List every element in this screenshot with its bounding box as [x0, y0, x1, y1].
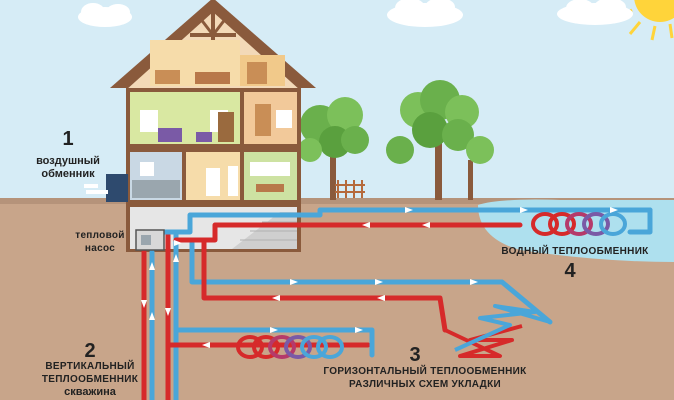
vertical-exchanger-label-line3: скважина [64, 386, 116, 398]
heat-pump-label-line1: тепловой [75, 230, 125, 241]
vertical-exchanger-label-line2: ТЕПЛООБМЕННИК [41, 374, 139, 385]
tree-icon [298, 97, 369, 200]
cloud-icon [78, 3, 132, 27]
air-exchanger-label-line1: воздушный [36, 155, 100, 167]
air-exchanger-label-line2: обменник [41, 168, 95, 180]
heat-pump-label-line2: насос [84, 243, 116, 254]
pipe-hot [173, 222, 523, 243]
pipe-cold [189, 237, 553, 325]
heat-pump-icon [135, 229, 165, 251]
ground-top [0, 198, 674, 204]
flow-arrows [141, 207, 618, 348]
vertical-exchanger-label-line1: ВЕРТИКАЛЬНЫЙ [45, 361, 135, 372]
pond [478, 199, 674, 262]
air-exchanger-icon [84, 174, 128, 202]
pipe-cold [173, 327, 375, 358]
fence-icon [335, 180, 365, 198]
air-exchanger-number: 1 [62, 128, 74, 150]
pipe-cold [627, 207, 653, 235]
horizontal-exchanger-label-line2: РАЗЛИЧНЫХ СХЕМ УКЛАДКИ [349, 379, 501, 390]
ground-coil [236, 335, 344, 359]
zigzag-field [444, 304, 551, 358]
vertical-exchanger-number: 2 [84, 340, 96, 362]
cloud-icon [557, 0, 633, 25]
water-coil [531, 212, 627, 236]
tree-icon [386, 80, 494, 200]
pipe-hot [201, 237, 448, 333]
horizontal-exchanger-label-line1: ГОРИЗОНТАЛЬНЫЙ ТЕПЛООБМЕННИК [323, 366, 527, 377]
water-exchanger-number: 4 [564, 260, 576, 282]
pipe-cold [157, 207, 653, 235]
house [110, 0, 316, 252]
water-exchanger-label: ВОДНЫЙ ТЕПЛООБМЕННИК [501, 246, 649, 257]
horizontal-exchanger-number: 3 [409, 344, 421, 366]
cloud-icon [387, 0, 463, 27]
